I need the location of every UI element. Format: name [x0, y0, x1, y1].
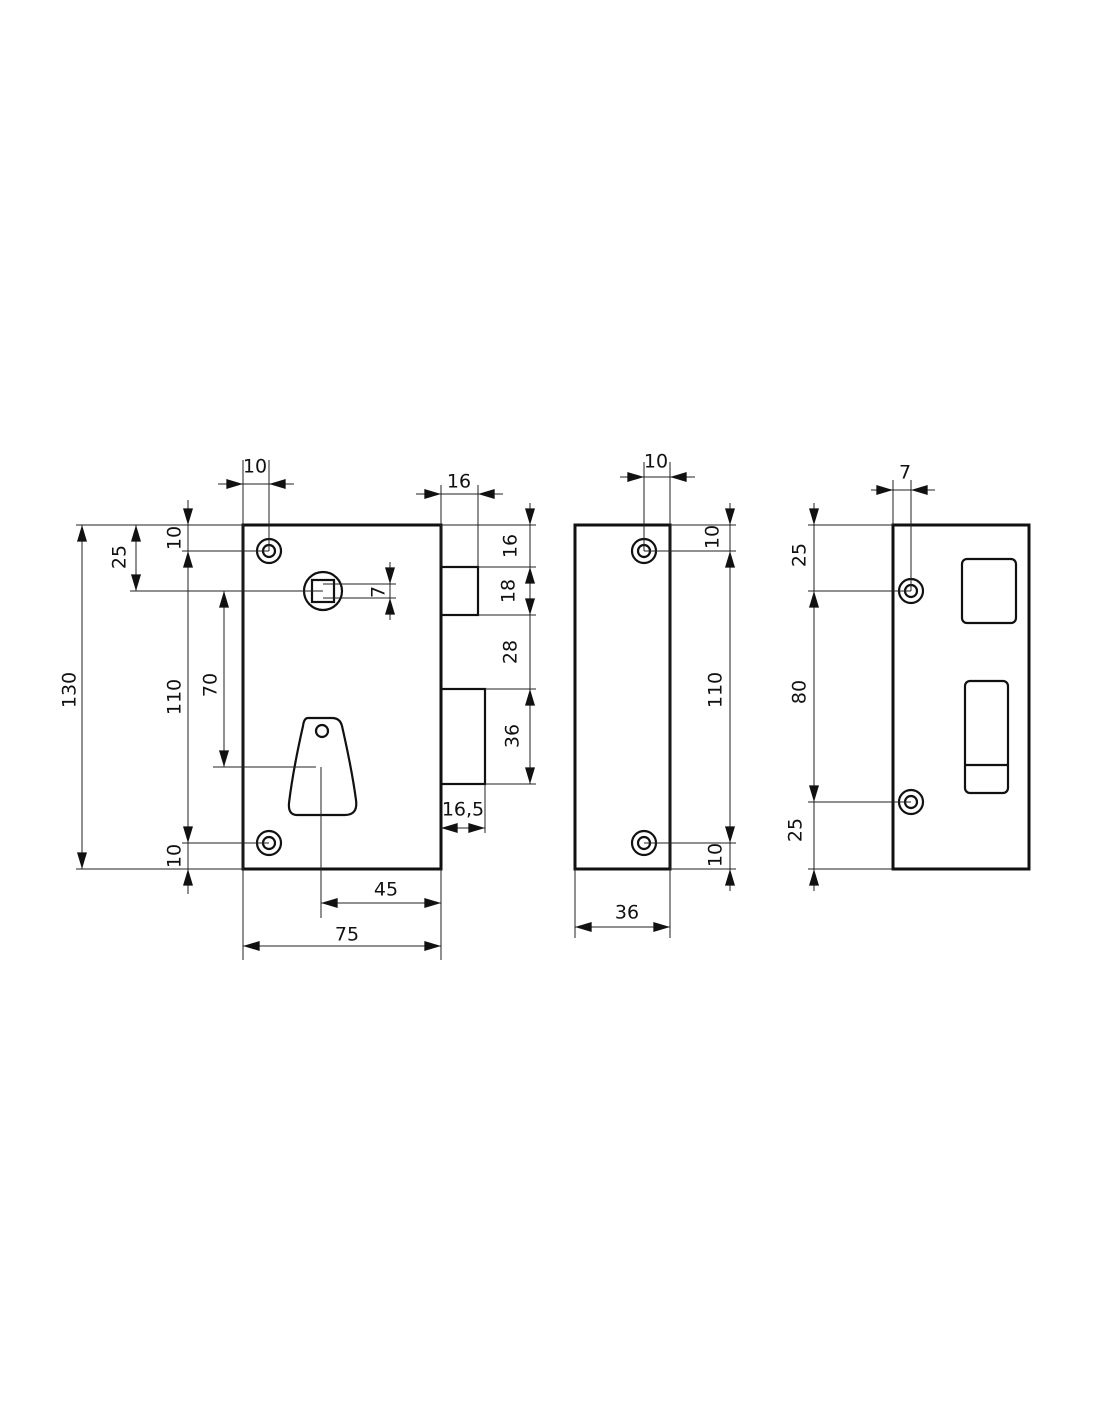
keyhole-escutcheon — [287, 716, 358, 817]
dimension-lines — [77, 479, 535, 951]
keeper-view: 7 25 80 25 — [785, 462, 1031, 891]
dim-front-bolt-proj: 16 — [447, 471, 471, 493]
dead-bolt — [439, 687, 487, 786]
keeper-extension-lines — [808, 480, 912, 870]
dim-side-hole-top: 10 — [702, 525, 724, 549]
front-view: 10 16 130 25 10 110 10 70 7 16 18 28 36 … — [59, 456, 536, 960]
dim-front-height: 130 — [59, 672, 81, 708]
dim-front-hole-top: 10 — [164, 526, 186, 550]
keeper-latch-slot — [960, 557, 1018, 625]
dim-front-latch-h: 18 — [498, 579, 520, 603]
latch-bolt — [439, 565, 480, 617]
dim-front-spindle-key: 70 — [200, 673, 222, 697]
keeper-bolt-slot — [963, 679, 1010, 795]
dim-front-spindle-square: 7 — [368, 586, 390, 598]
side-dimension-lines — [575, 472, 735, 932]
dim-side-hole-x: 10 — [644, 451, 668, 473]
dim-keeper-top: 25 — [789, 543, 811, 567]
keeper-dimension-lines — [809, 485, 935, 891]
lock-body — [241, 523, 443, 871]
dim-keeper-hole-x: 7 — [899, 462, 911, 484]
dim-keeper-hole-spacing: 80 — [789, 680, 811, 704]
dim-side-hole-bottom: 10 — [705, 843, 727, 867]
dim-side-depth: 36 — [615, 902, 639, 924]
dim-front-hole-bottom: 10 — [164, 844, 186, 868]
dim-front-width: 75 — [335, 924, 359, 946]
side-extension-lines — [574, 462, 736, 938]
dim-front-hole-spacing: 110 — [164, 679, 186, 715]
dim-front-deadbolt-h: 36 — [502, 724, 524, 748]
dim-front-deadbolt-proj: 16,5 — [442, 799, 484, 821]
dim-front-key-x: 45 — [374, 879, 398, 901]
dim-front-hole-x: 10 — [243, 456, 267, 478]
dim-front-bolt-gap: 28 — [500, 640, 522, 664]
dim-front-spindle-y: 25 — [109, 545, 131, 569]
side-view: 10 10 110 10 36 — [573, 451, 736, 938]
dim-front-latch-top: 16 — [500, 534, 522, 558]
dim-side-hole-spacing: 110 — [705, 672, 727, 708]
side-body — [573, 523, 672, 871]
extension-lines — [76, 460, 536, 960]
dim-keeper-bottom: 25 — [785, 818, 807, 842]
keeper-body — [891, 523, 1031, 871]
